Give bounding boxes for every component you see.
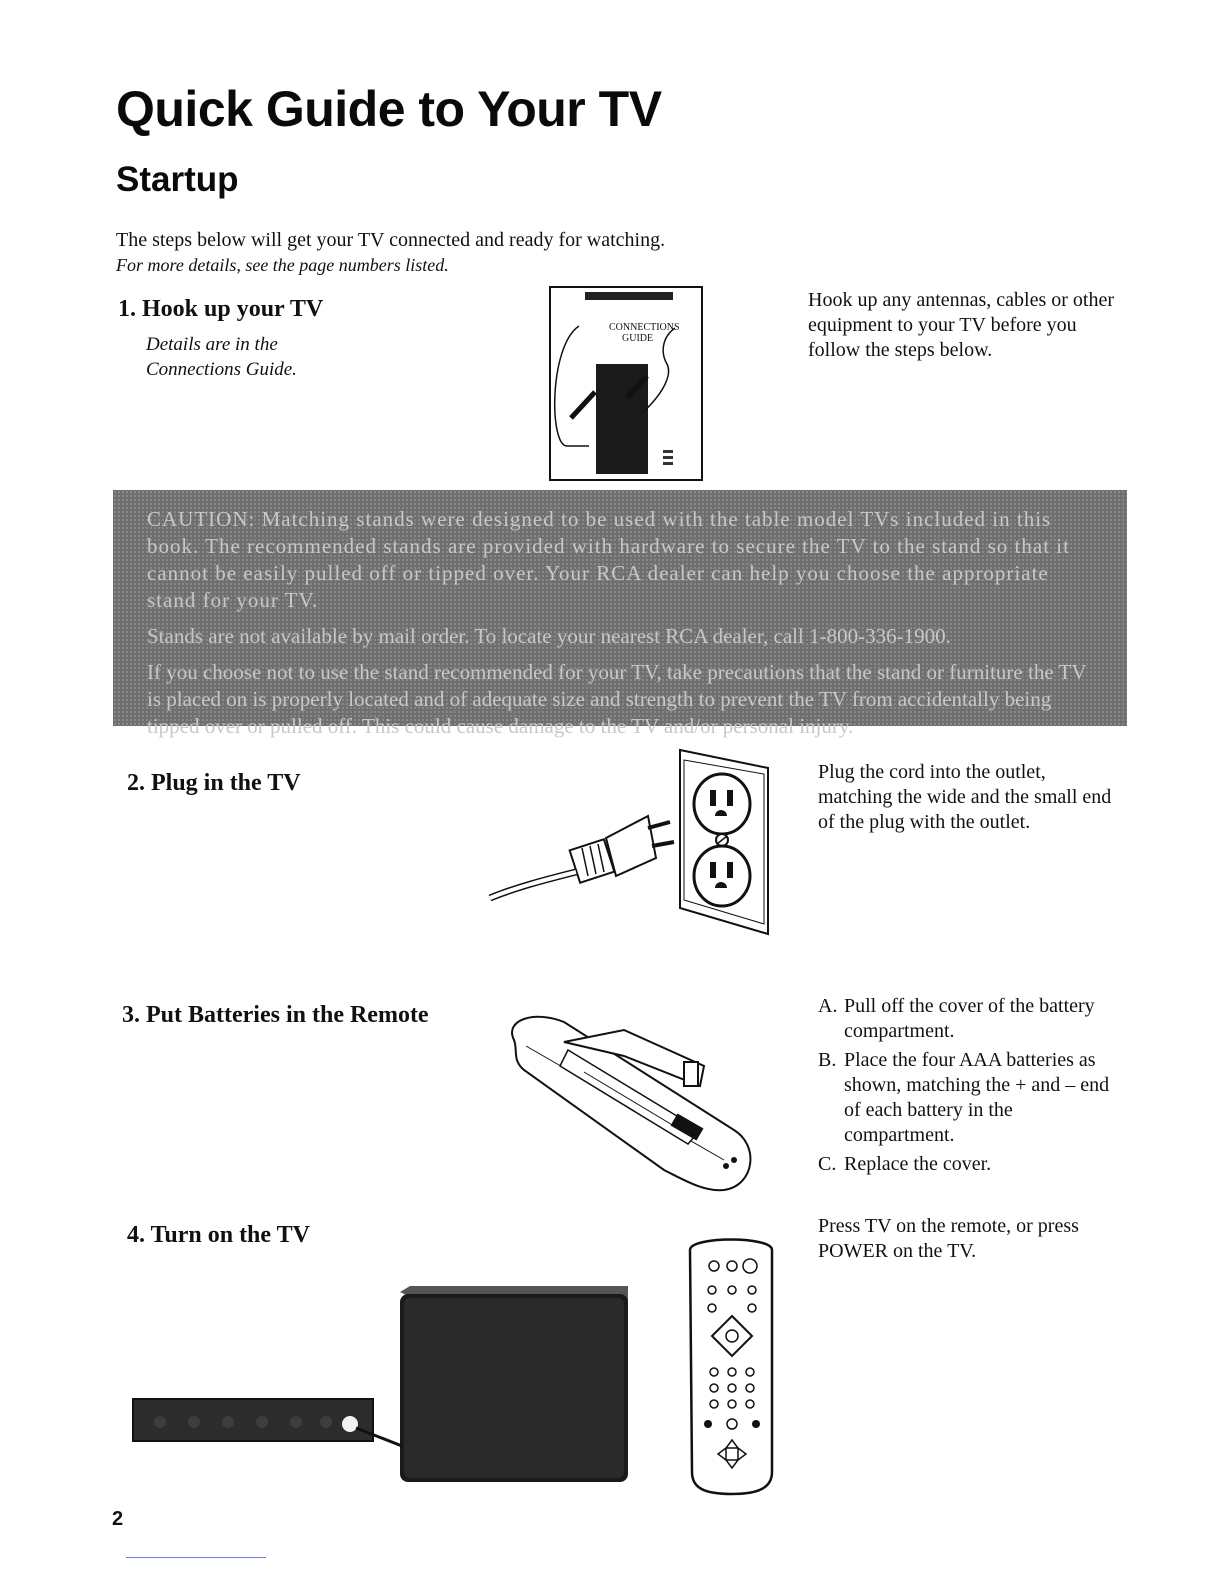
step1-detail: Details are in the Connections Guide. xyxy=(146,332,297,382)
bottom-rule xyxy=(126,1557,266,1558)
caution-paragraph-3: If you choose not to use the stand recom… xyxy=(147,660,1087,738)
caution-paragraph-1: CAUTION: Matching stands were designed t… xyxy=(147,507,1070,612)
remote-illustration xyxy=(684,1232,778,1496)
step3-item-c: C. Replace the cover. xyxy=(818,1152,1128,1177)
step3-title: 3. Put Batteries in the Remote xyxy=(122,1002,429,1028)
caution-paragraph-2: Stands are not available by mail order. … xyxy=(147,624,951,648)
intro-line: The steps below will get your TV connect… xyxy=(116,229,666,251)
step3-item-a-letter: A. xyxy=(818,995,838,1017)
step1-detail-line1: Details are in the xyxy=(146,334,278,355)
step1-title: 1. Hook up your TV xyxy=(118,296,324,322)
step1-instructions: Hook up any antennas, cables or other eq… xyxy=(808,289,1115,361)
step4-title: 4. Turn on the TV xyxy=(127,1222,310,1248)
section-title: Startup xyxy=(116,160,239,199)
step2-instructions: Plug the cord into the outlet, matching … xyxy=(818,761,1112,833)
step3-item-b-letter: B. xyxy=(818,1049,837,1071)
intro-note: For more details, see the page numbers l… xyxy=(116,255,449,275)
caution-box: CAUTION: Matching stands were designed t… xyxy=(113,490,1127,738)
step3-item-c-letter: C. xyxy=(818,1153,837,1175)
step3-item-b-text: Place the four AAA batteries as shown, m… xyxy=(844,1049,1110,1146)
step3-item-a-text: Pull off the cover of the battery compar… xyxy=(844,995,1095,1042)
page-title: Quick Guide to Your TV xyxy=(116,81,662,137)
plug-outlet-illustration xyxy=(484,748,774,936)
step4-instructions: Press TV on the remote, or press POWER o… xyxy=(818,1215,1079,1262)
step2-title: 2. Plug in the TV xyxy=(127,770,301,796)
connections-guide-illustration: CONNECTIONS GUIDE xyxy=(549,286,703,481)
booklet-label-top: CONNECTIONS xyxy=(609,322,680,333)
remote-battery-illustration xyxy=(504,1010,760,1196)
tv-illustration xyxy=(130,1282,634,1484)
page-number: 2 xyxy=(112,1508,124,1530)
booklet-label-bottom: GUIDE xyxy=(622,333,653,344)
step3-item-c-text: Replace the cover. xyxy=(844,1153,992,1175)
step3-item-a: A. Pull off the cover of the battery com… xyxy=(818,994,1128,1044)
step1-detail-line2: Connections Guide. xyxy=(146,359,297,380)
step3-item-b: B. Place the four AAA batteries as shown… xyxy=(818,1048,1128,1148)
intro: The steps below will get your TV connect… xyxy=(116,228,665,278)
step3-list: A. Pull off the cover of the battery com… xyxy=(818,994,1128,1181)
